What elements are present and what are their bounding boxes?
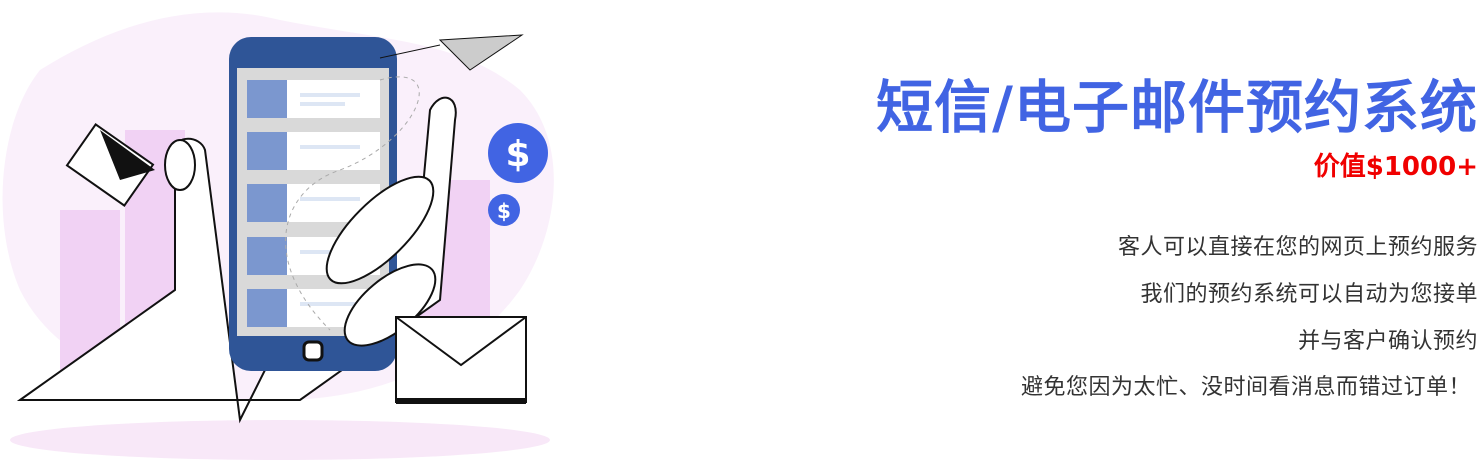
appointment-item	[247, 80, 380, 118]
appointment-list	[247, 80, 380, 327]
description-line: 我们的预约系统可以自动为您接单	[1140, 282, 1478, 307]
envelope-icon	[395, 316, 527, 404]
dollar-icon: $	[488, 123, 548, 183]
appointment-item	[247, 132, 380, 170]
page-title: 短信/电子邮件预约系统	[876, 75, 1478, 141]
dollar-icon: $	[488, 194, 520, 226]
price-badge: 价值$1000+	[1313, 152, 1478, 182]
description-line: 避免您因为太忙、没时间看消息而错过订单！	[1020, 375, 1471, 400]
description-line: 客人可以直接在您的网页上预约服务	[1117, 235, 1478, 260]
ground-shadow	[10, 420, 550, 460]
home-button	[302, 340, 324, 362]
envelope-icon	[65, 123, 155, 207]
svg-text:$: $	[505, 134, 530, 175]
dashed-path	[285, 76, 420, 331]
svg-text:$: $	[497, 199, 511, 223]
description-line: 并与客户确认预约	[1297, 329, 1478, 354]
paper-plane-icon	[379, 34, 524, 71]
booking-illustration: $ $	[2, 12, 554, 460]
